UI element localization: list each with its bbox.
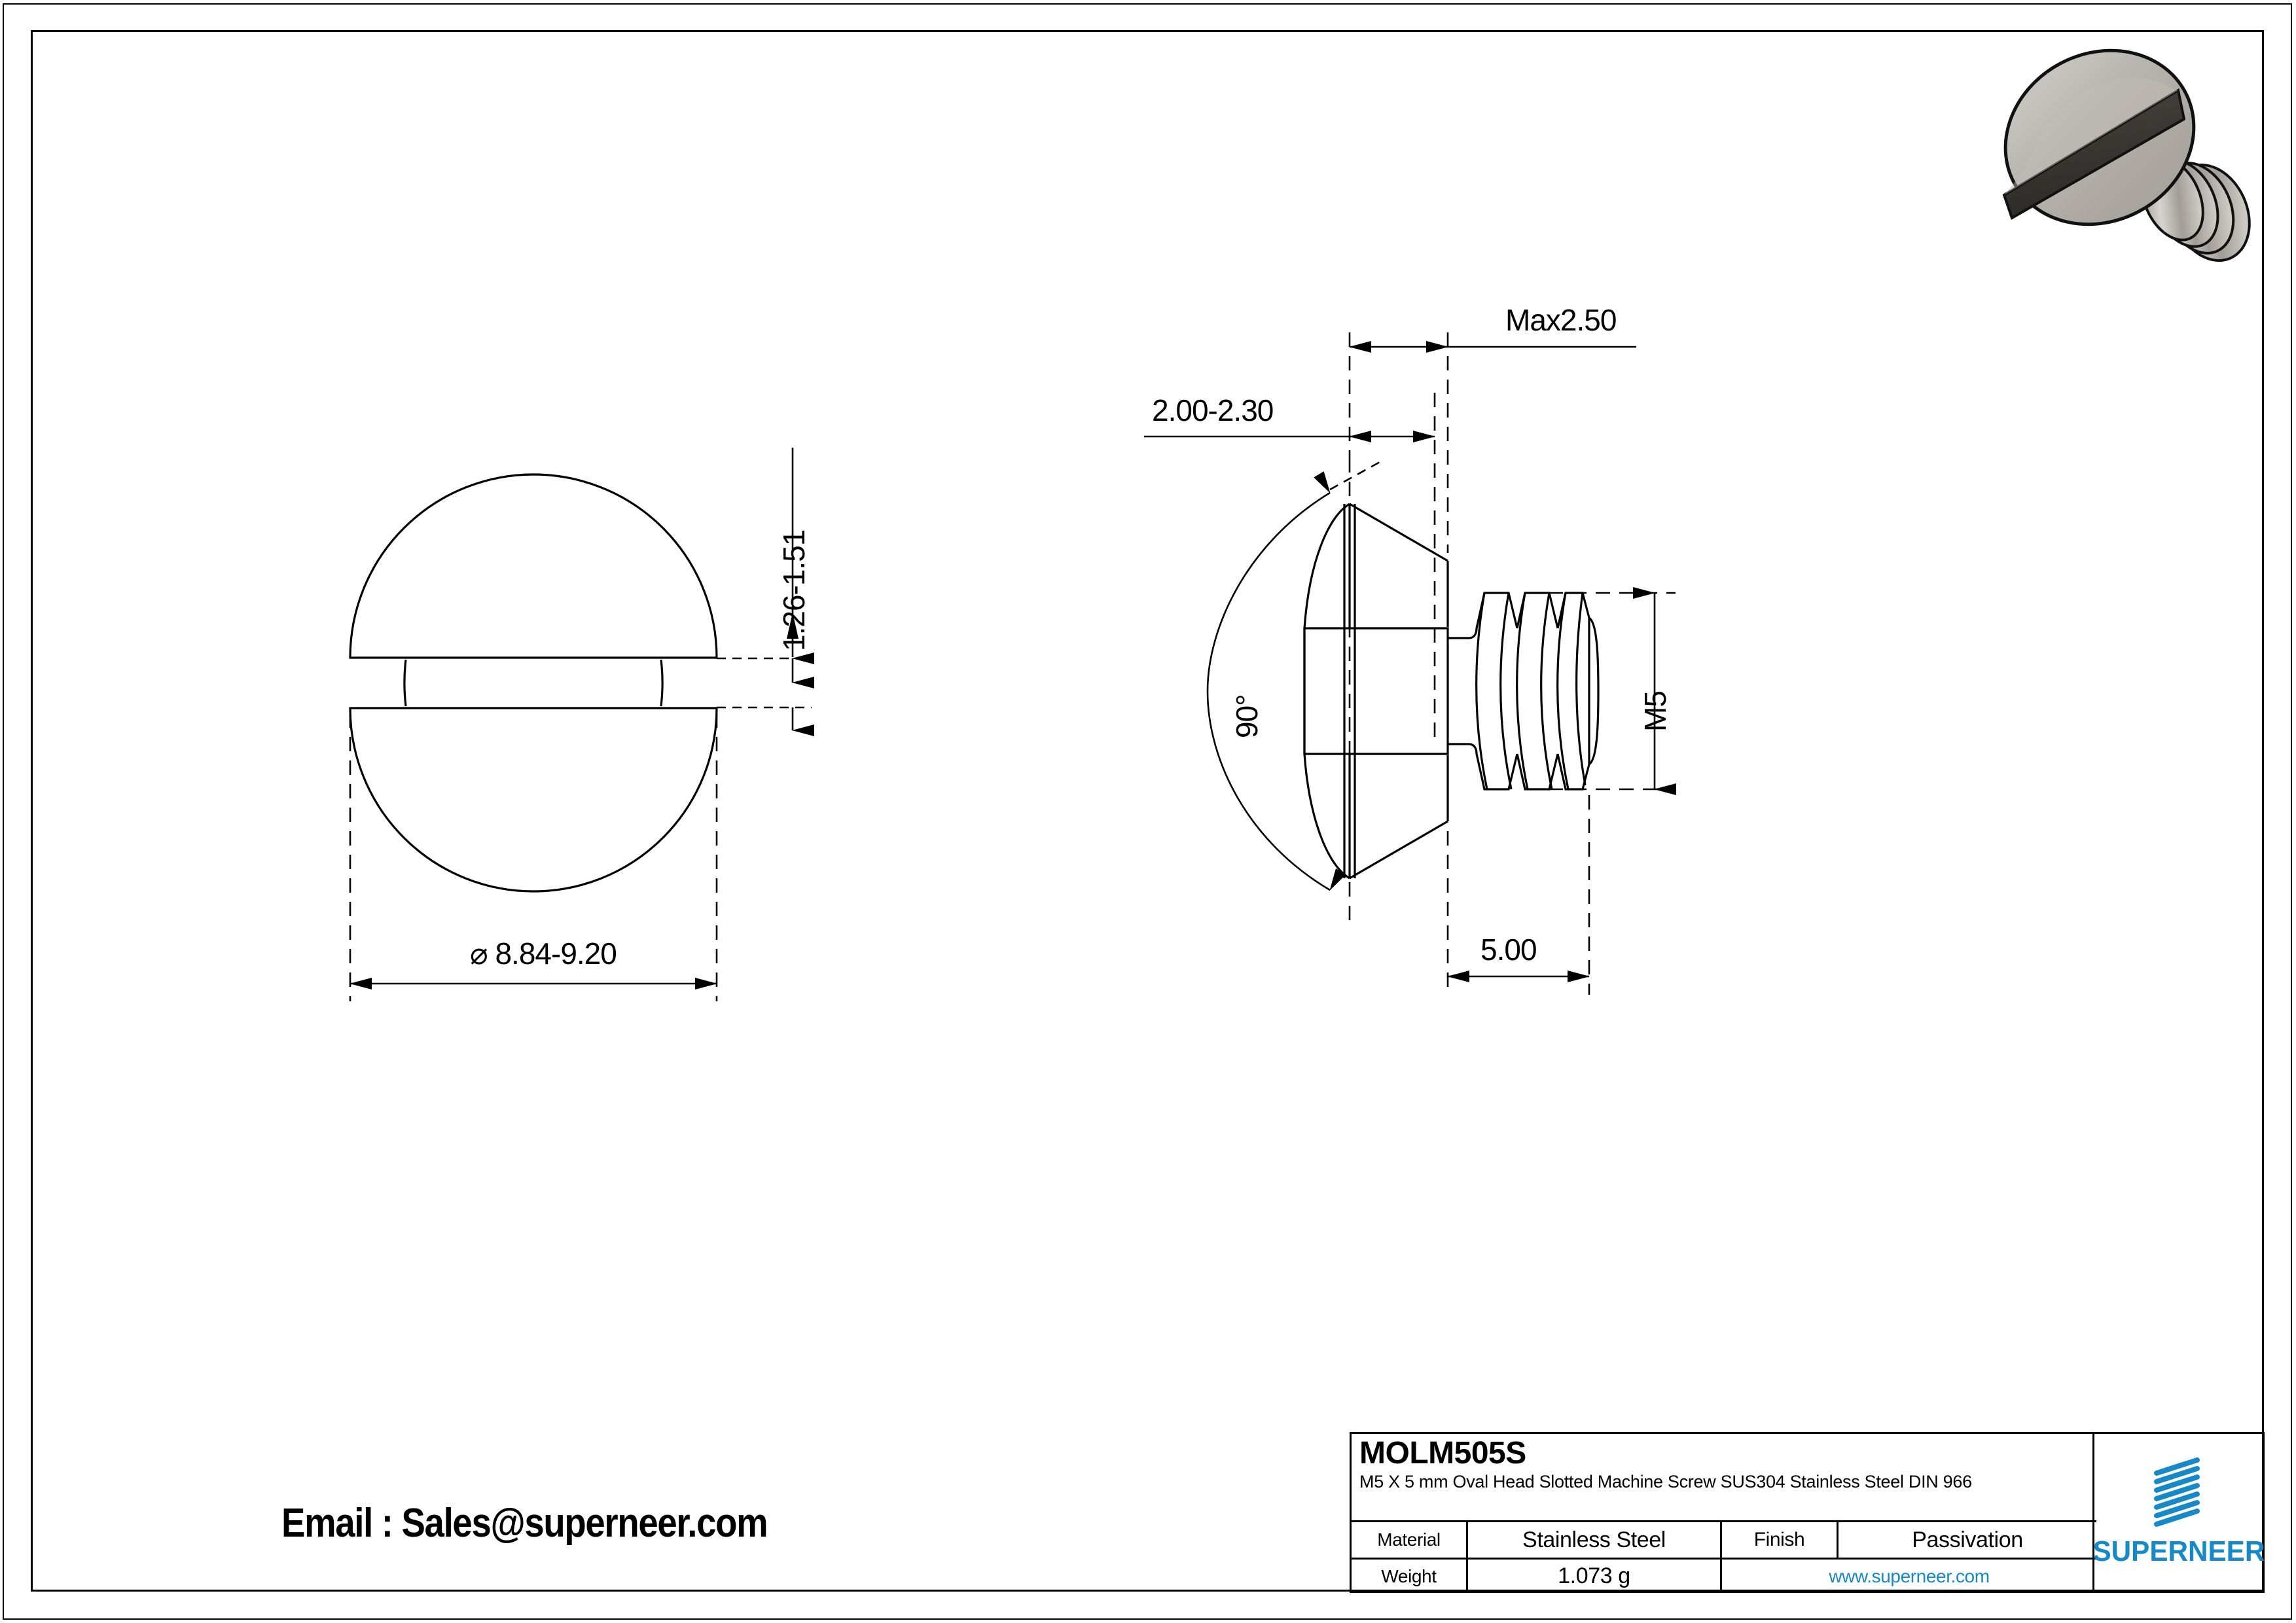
screw-3d-body <box>2002 48 2251 262</box>
dim-head-height-max: Max2.50 <box>1505 303 1617 337</box>
screw-3d-slot <box>2002 88 2186 220</box>
part-description: M5 X 5 mm Oval Head Slotted Machine Scre… <box>1359 1472 1972 1491</box>
weight-label: Weight <box>1352 1560 1468 1593</box>
finish-value: Passivation <box>1912 1527 2023 1552</box>
email-line: Email : Sales@superneer.com <box>281 1501 768 1546</box>
page-outer-border <box>3 3 2292 1620</box>
title-block-row-material: Material Stainless Steel Finish Passivat… <box>1352 1520 2096 1558</box>
dim-head-angle: 90° <box>1230 694 1264 738</box>
title-block-info: MOLM505S M5 X 5 mm Oval Head Slotted Mac… <box>1350 1432 2096 1593</box>
material-value: Stainless Steel <box>1468 1522 1722 1558</box>
isometric-render <box>2002 48 2251 262</box>
part-code: MOLM505S <box>1359 1436 1526 1471</box>
drawing-frame <box>31 30 2264 1592</box>
title-block: MOLM505S M5 X 5 mm Oval Head Slotted Mac… <box>1350 1432 2265 1593</box>
material-label: Material <box>1352 1522 1468 1558</box>
dim-slot-depth: 2.00-2.30 <box>1152 393 1274 427</box>
finish-label: Finish <box>1722 1522 1839 1558</box>
title-block-row-weight: Weight 1.073 g www.superneer.com <box>1352 1558 2096 1593</box>
dim-slot-width: 1.26-1.51 <box>777 529 811 651</box>
brand-block: SUPERNEER <box>2092 1432 2265 1593</box>
brand-name: SUPERNEER <box>2092 1535 2265 1567</box>
dim-thread-size: M5 <box>1638 691 1672 732</box>
dim-head-diameter: ⌀ 8.84-9.20 <box>470 936 617 971</box>
website-link[interactable]: www.superneer.com <box>1829 1565 1990 1586</box>
superneer-logo-icon <box>2153 1457 2200 1527</box>
dim-thread-length: 5.00 <box>1480 933 1537 967</box>
weight-value: 1.073 g <box>1468 1560 1722 1593</box>
